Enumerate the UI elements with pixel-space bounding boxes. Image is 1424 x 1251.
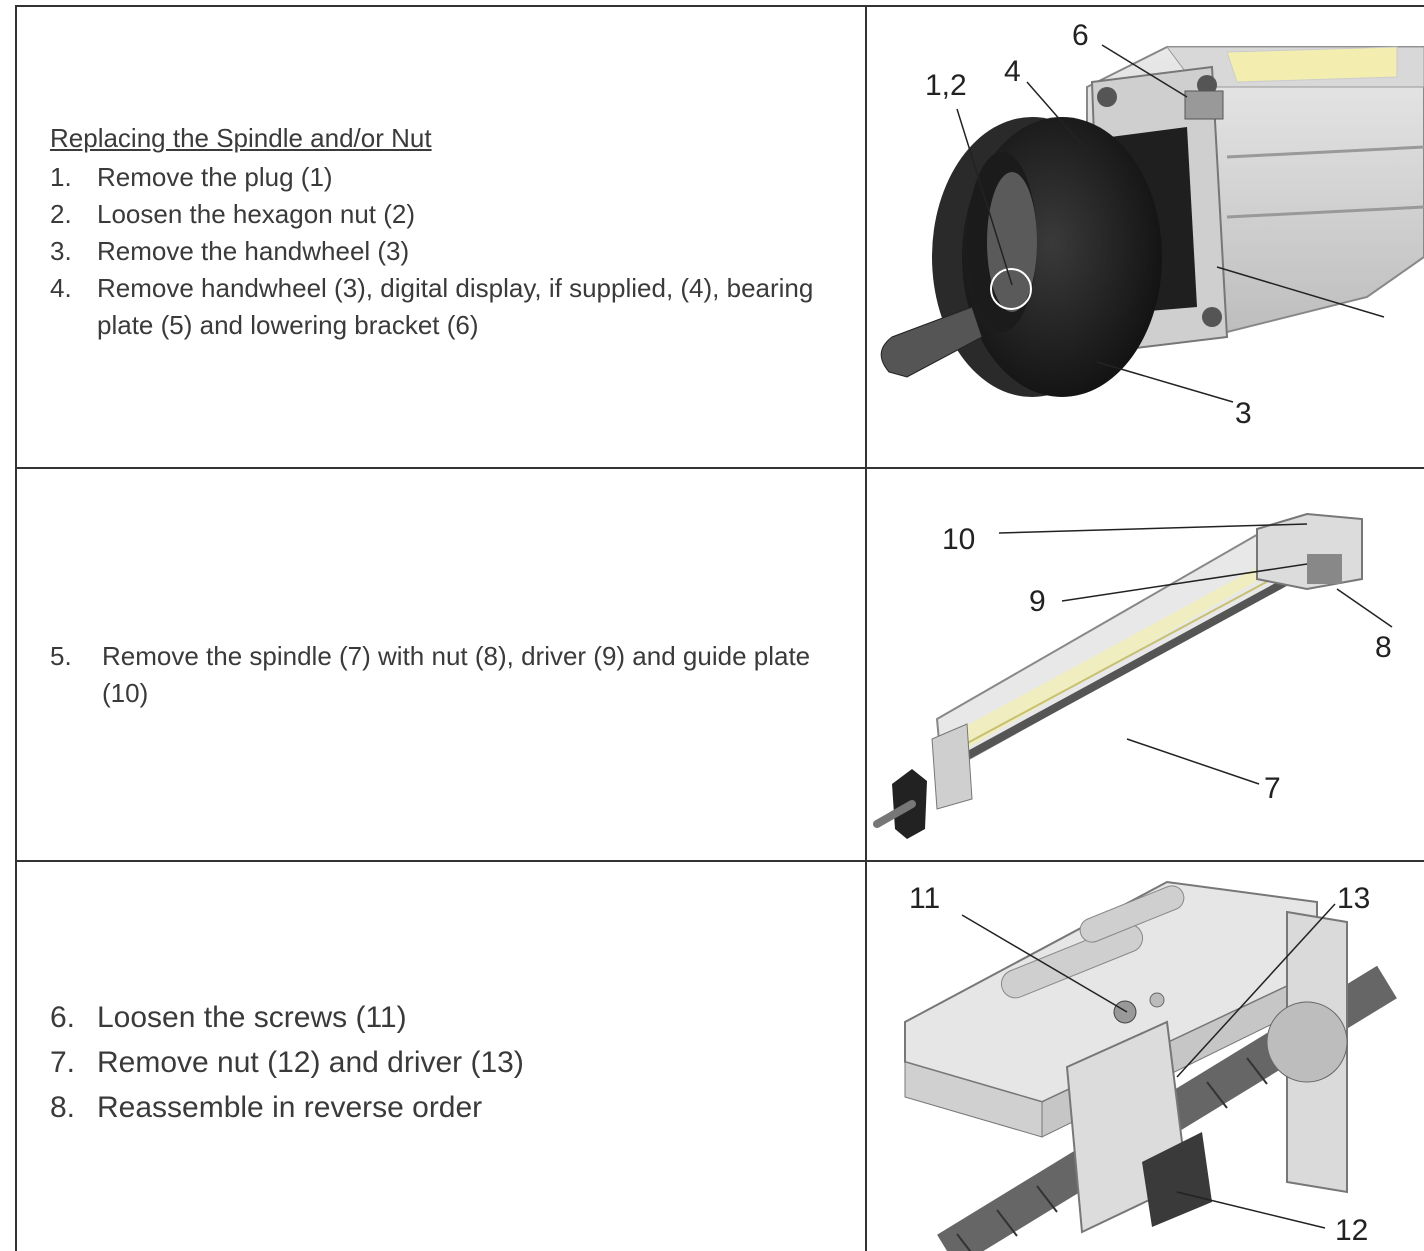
handwheel-figure: 1,2 4 6 3	[880, 19, 1424, 430]
callout-3: 3	[1235, 397, 1252, 430]
list-item: 5. Remove the spindle (7) with nut (8), …	[50, 641, 811, 708]
step-list-2: 5. Remove the spindle (7) with nut (8), …	[50, 638, 840, 712]
section-heading: Replacing the Spindle and/or Nut	[50, 123, 432, 153]
column-divider	[865, 5, 867, 1251]
callout-7: 7	[1264, 772, 1281, 805]
spindle-assembly-figure: 10 9 8 7	[873, 512, 1393, 839]
table-left-border	[15, 5, 17, 1251]
nut-driver-figure: 11 13 12	[904, 880, 1397, 1251]
step-list-3: 6.Loosen the screws (11) 7.Remove nut (1…	[50, 995, 840, 1130]
callout-4: 4	[1004, 55, 1021, 88]
list-item: 8.Reassemble in reverse order	[50, 1091, 483, 1124]
table-top-border	[15, 5, 1424, 7]
callout-10: 10	[942, 523, 975, 556]
step-list-1: 1.Remove the plug (1) 2.Loosen the hexag…	[50, 159, 840, 344]
list-item: 3.Remove the handwheel (3)	[50, 236, 410, 266]
callout-6: 6	[1072, 19, 1089, 52]
callout-13: 13	[1337, 882, 1370, 915]
row-3-instructions: 6.Loosen the screws (11) 7.Remove nut (1…	[50, 995, 840, 1130]
list-item: 2.Loosen the hexagon nut (2)	[50, 199, 416, 229]
callout-9: 9	[1029, 585, 1046, 618]
list-item: 1.Remove the plug (1)	[50, 162, 333, 192]
row-2-instructions: 5. Remove the spindle (7) with nut (8), …	[50, 638, 840, 712]
list-item: 7.Remove nut (12) and driver (13)	[50, 1046, 524, 1079]
list-item: 6.Loosen the screws (11)	[50, 1001, 407, 1034]
list-item: 4.Remove handwheel (3), digital display,…	[50, 273, 814, 340]
row-divider-1	[15, 467, 1424, 469]
callout-11: 11	[909, 882, 940, 915]
callout-8: 8	[1375, 631, 1392, 664]
row-divider-2	[15, 860, 1424, 862]
callout-1-2: 1,2	[925, 69, 967, 102]
callout-12: 12	[1335, 1214, 1368, 1247]
row-1-instructions: Replacing the Spindle and/or Nut 1.Remov…	[50, 120, 840, 344]
